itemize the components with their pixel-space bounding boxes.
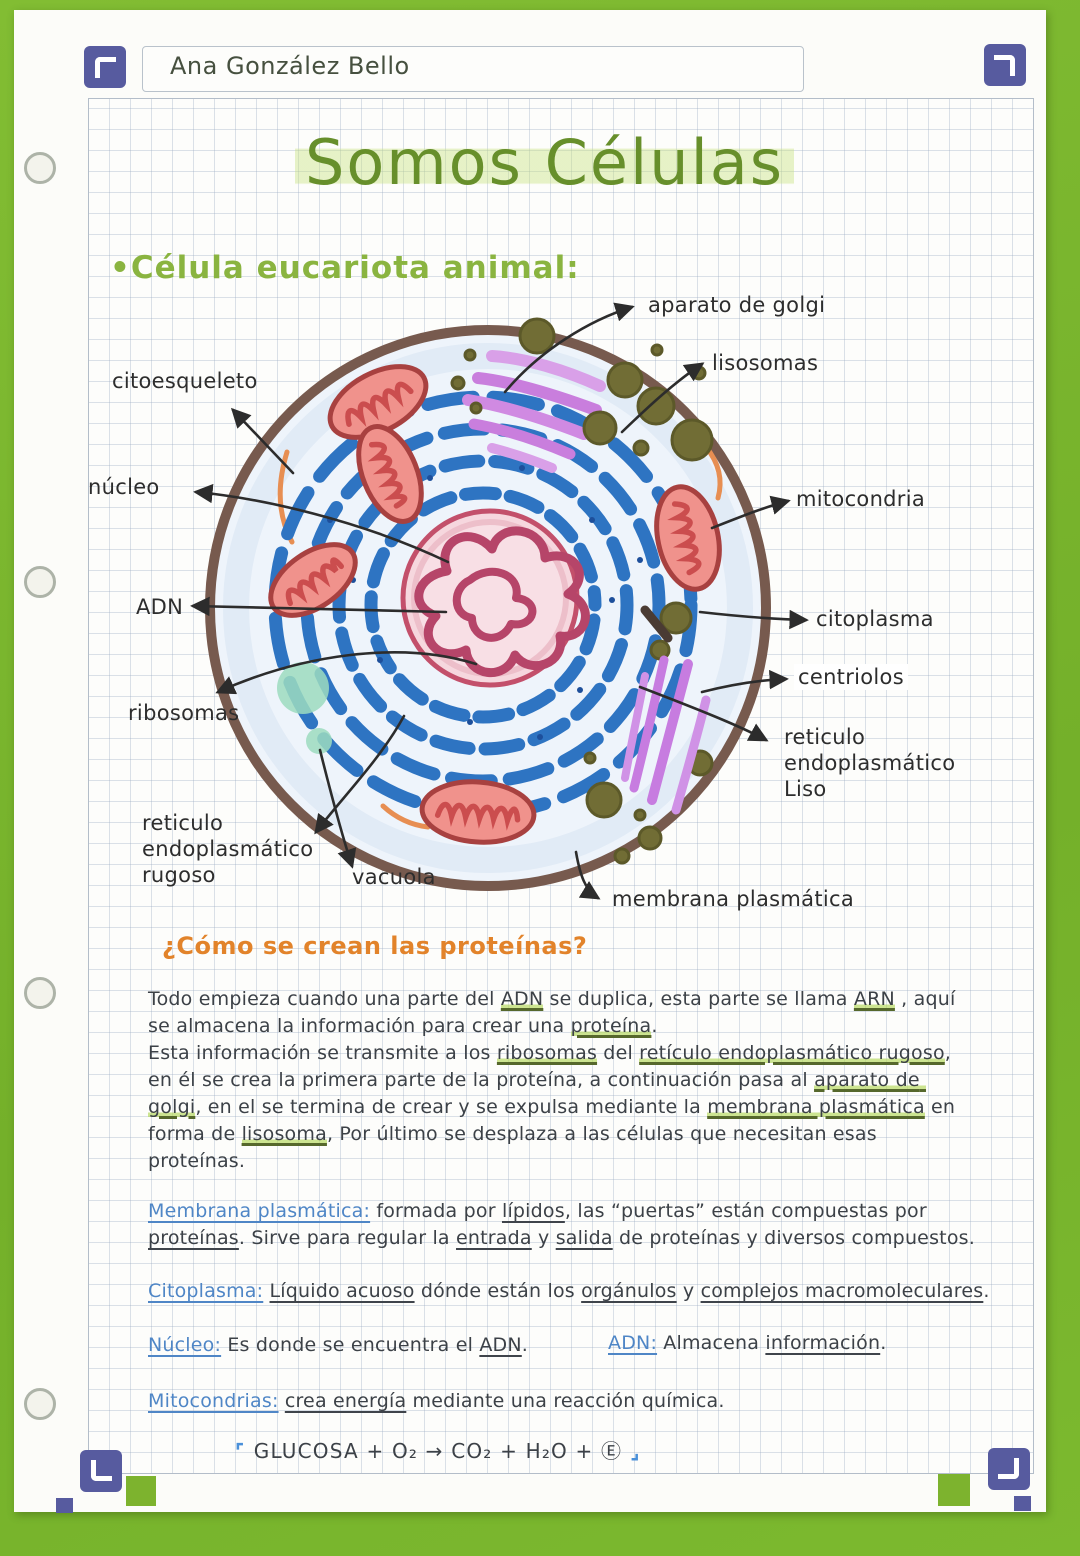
mitochondria <box>268 364 722 845</box>
paragraph-nucleo: Núcleo: Es donde se encuentra el ADN. <box>148 1334 529 1356</box>
adn-scribble <box>414 526 590 677</box>
hole-punch <box>24 566 56 598</box>
label-reticulo-endoplasmatico-rugoso: reticulo endoplasmático rugoso <box>142 811 314 887</box>
golgi-apparatus <box>462 350 606 473</box>
label-citoplasma: citoplasma <box>816 607 934 631</box>
label-membrana-plasmatica: membrana plasmática <box>612 887 855 911</box>
label-arrows <box>190 302 809 900</box>
label-aparato-de-golgi: aparato de golgi <box>648 293 826 317</box>
paragraph-como-se-crean: Todo empieza cuando una parte del ADN se… <box>148 988 962 1172</box>
bracket-glyph-icon <box>91 1460 112 1481</box>
ribosome-dots <box>327 465 643 740</box>
paragraph-membrana-plasmatica: Membrana plasmática: formada por lípidos… <box>148 1200 975 1249</box>
page-title: Somos Células <box>295 126 795 199</box>
author-name-box <box>142 46 804 92</box>
label-reticulo-endoplasmatico-liso: reticulo endoplasmático Liso <box>784 725 956 801</box>
author-name: Ana González Bello <box>170 52 410 80</box>
green-square-icon <box>938 1474 970 1506</box>
label-vacuola: vacuola <box>352 865 436 889</box>
question-heading: ¿Cómo se crean las proteínas? <box>162 932 588 960</box>
label-lisosomas: lisosomas <box>712 351 819 375</box>
hole-punch <box>24 1388 56 1420</box>
purple-square-icon <box>1014 1496 1031 1511</box>
bracket-glyph-icon <box>95 57 116 78</box>
centriolos <box>621 605 711 815</box>
vacuolas <box>277 662 332 754</box>
lisosomas <box>450 317 714 865</box>
purple-square-icon <box>56 1498 73 1513</box>
label-nucleo: núcleo <box>88 475 160 499</box>
label-citoesqueleto: citoesqueleto <box>112 369 258 393</box>
paragraph-adn: ADN: Almacena información. <box>608 1332 887 1354</box>
corner-bracket-icon <box>988 1448 1030 1490</box>
bracket-glyph-icon <box>998 1458 1019 1479</box>
label-adn: ADN <box>136 595 184 619</box>
corner-bracket-icon <box>80 1450 122 1492</box>
bracket-glyph-icon <box>994 55 1015 76</box>
glucose-equation: ⌜ GLUCOSA + O₂ → CO₂ + H₂O + Ⓔ ⌟ <box>235 1439 642 1463</box>
label-mitocondria: mitocondria <box>796 487 926 511</box>
corner-bracket-icon <box>84 46 126 88</box>
corner-bracket-icon <box>984 44 1026 86</box>
hole-punch <box>24 977 56 1009</box>
green-square-icon <box>126 1476 156 1506</box>
label-ribosomas: ribosomas <box>128 701 240 725</box>
paragraph-mitocondrias: Mitocondrias: crea energía mediante una … <box>148 1390 725 1412</box>
paragraph-citoplasma: Citoplasma: Líquido acuoso dónde están l… <box>148 1280 990 1302</box>
label-centriolos: centriolos <box>794 664 908 690</box>
hole-punch <box>24 152 56 184</box>
section-subtitle: •Célula eucariota animal: <box>110 250 580 286</box>
